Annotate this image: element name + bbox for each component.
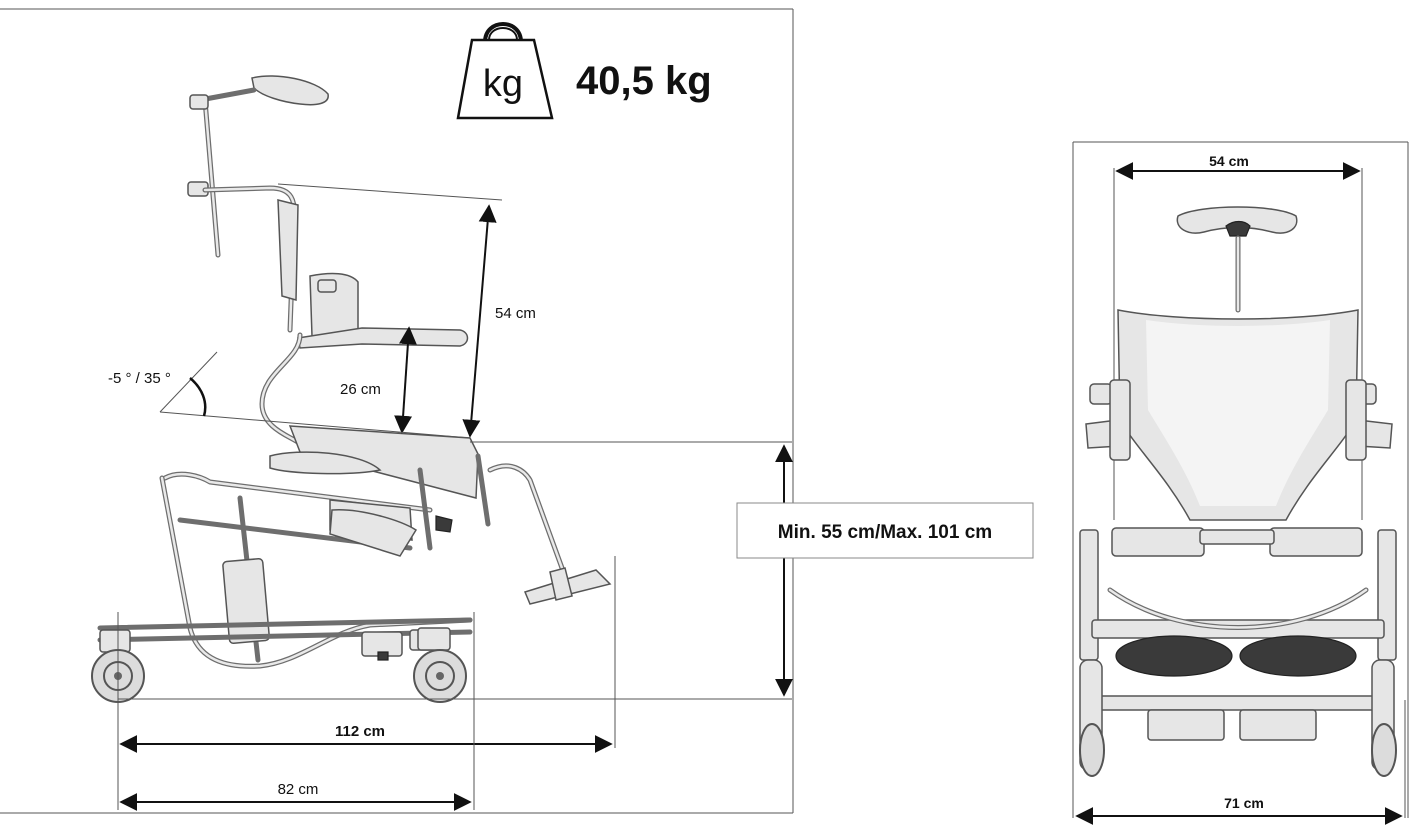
top-width-label: 54 cm — [1209, 153, 1249, 169]
chair-side-illustration — [91, 75, 612, 703]
weight-icon: kg — [456, 22, 554, 120]
total-width-label: 71 cm — [1224, 795, 1264, 811]
front-view-panel: 54 cm — [1072, 141, 1409, 825]
base-length-label: 82 cm — [278, 781, 319, 798]
armrest-height-label: 26 cm — [340, 381, 381, 398]
weight-icon-label: kg — [483, 63, 523, 105]
tilt-angle-label: -5 ° / 35 ° — [108, 370, 171, 387]
total-length-label: 112 cm — [335, 723, 385, 740]
weight-value: 40,5 kg — [576, 59, 712, 103]
backrest-height-label: 54 cm — [495, 305, 536, 322]
side-view-panel: kg 40,5 kg — [0, 8, 1034, 814]
seat-height-label: Min. 55 cm/Max. 101 cm — [778, 522, 992, 543]
front-wheel — [413, 627, 467, 703]
chair-front-illustration — [1079, 206, 1397, 777]
